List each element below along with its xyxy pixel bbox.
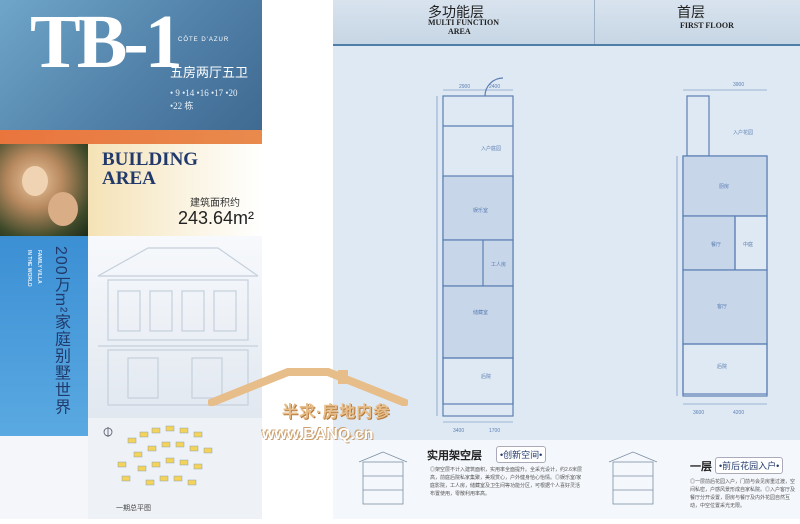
accent-bar	[0, 130, 262, 144]
slogan-en-1: IN THE WORLD	[26, 250, 32, 287]
building-numbers: • 9 •14 •16 •17 •20	[170, 88, 238, 98]
watermark-text: 半求·房地内参	[282, 404, 391, 421]
dim-top-2: 2400	[489, 84, 500, 90]
floor-header	[333, 0, 800, 46]
watermark-roof-icon	[208, 368, 408, 406]
label-void: 中庭	[743, 241, 753, 248]
first-section-tag: •前后花园入户•	[715, 457, 784, 474]
dim-ff-top: 3900	[733, 82, 744, 88]
label-living: 客厅	[717, 303, 727, 310]
hero-banner	[0, 0, 262, 130]
floor-plans: 2900 2400 入户庭园 娱乐室 工人房 储藏室 后院 3400 1700 …	[436, 77, 768, 434]
label-servant: 工人房	[491, 261, 506, 268]
area-value: 243.64m²	[178, 208, 255, 228]
first-floor-subtitle: FIRST FLOOR	[680, 21, 734, 30]
dim-ff-bottom-2: 4200	[733, 410, 744, 416]
header-divider	[594, 0, 595, 44]
first-description: ◎一层前后花园入户，门前与会见房重过渡，空间私密，户感风景形成自家私院。◎入户客…	[690, 479, 796, 509]
multi-section-title: 实用架空层	[427, 450, 482, 462]
building-numbers-2: •22 栋	[170, 101, 194, 111]
first-section-title: 一层	[690, 461, 712, 473]
brand-logo: CÔTE D'AZUR	[178, 37, 230, 43]
slogan-strip	[0, 236, 88, 436]
model-title: TB-1	[30, 0, 183, 84]
first-floor-plan	[676, 89, 768, 405]
site-plan-map	[103, 425, 213, 486]
multi-section-tag: •创新空间•	[496, 446, 547, 463]
watermark-url: www.BANQ.cn	[262, 426, 374, 443]
dim-ff-bottom-1: 3600	[693, 410, 704, 416]
label-backyard: 后院	[481, 373, 491, 380]
label-entry-garden: 入户庭园	[481, 145, 501, 152]
first-floor-title: 首层	[677, 4, 705, 20]
dim-bottom-1: 3400	[453, 428, 464, 434]
villa-illustration	[88, 236, 262, 436]
slogan-en-2: FAMILY VILLA	[36, 250, 42, 284]
multi-floor-subtitle-2: AREA	[448, 27, 471, 36]
label-first-entry: 入户花园	[733, 129, 753, 136]
label-rear: 后院	[717, 363, 727, 370]
slogan-cn: 200万m²家庭别墅世界	[52, 246, 69, 416]
dim-top-1: 2900	[459, 84, 470, 90]
area-title: BUILDING AREA	[102, 149, 199, 189]
multi-floor-title: 多功能层	[428, 4, 484, 20]
description-band	[333, 440, 800, 519]
label-dining: 餐厅	[711, 241, 721, 248]
site-plan-label: 一期总平图	[116, 505, 151, 512]
multi-description: ◎架空层不计入建筑面积，实用率全面提升。全采光设计，约2.6米层高，前庭后院私家…	[430, 467, 582, 497]
area-label: 建筑面积约	[190, 198, 240, 209]
multi-floor-subtitle: MULTI FUNCTION	[428, 18, 500, 27]
label-storage: 储藏室	[473, 309, 488, 316]
dim-bottom-2: 1700	[489, 428, 500, 434]
multi-function-plan	[436, 77, 514, 423]
site-plan	[88, 418, 262, 519]
family-photo	[0, 144, 88, 236]
villa-sketch	[97, 247, 259, 406]
label-kitchen: 厨房	[719, 183, 729, 190]
section-sketches	[358, 451, 658, 505]
room-layout: 五房两厅五卫	[170, 65, 249, 80]
label-entertainment: 娱乐室	[473, 207, 488, 214]
area-box	[88, 144, 262, 236]
